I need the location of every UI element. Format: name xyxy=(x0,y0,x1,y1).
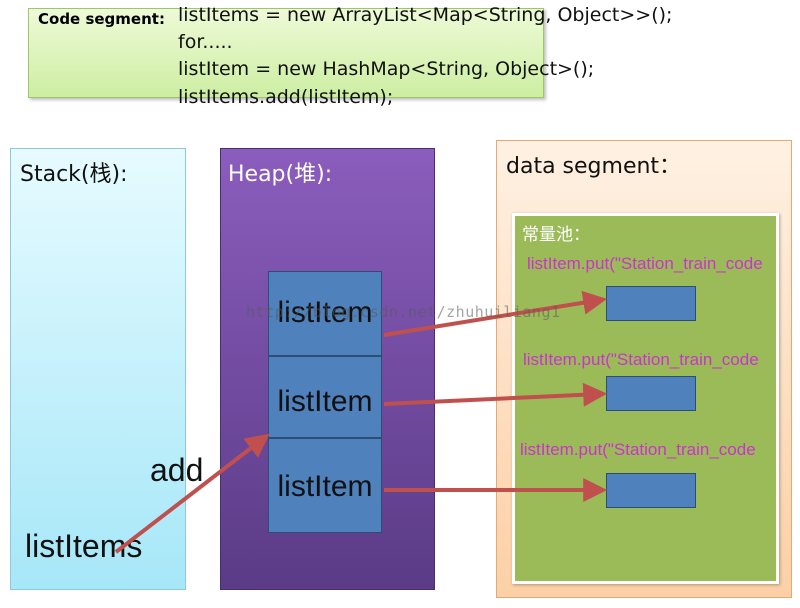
stack-panel xyxy=(10,148,186,590)
heap-block-listitem-2: listItem xyxy=(268,356,382,438)
arrow-heap2-to-constant2 xyxy=(383,382,608,407)
code-line-4: listItems.add(listItem); xyxy=(178,86,394,108)
code-line-1: listItems = new ArrayList<Map<String, Ob… xyxy=(178,4,673,26)
add-label: add xyxy=(150,452,204,488)
put-text-3: listItem.put("Station_train_code xyxy=(520,440,756,459)
put-text-2: listItem.put("Station_train_code xyxy=(523,350,759,369)
watermark-text: http://blog.csdn.net/zhuhuiliang1 xyxy=(246,303,561,321)
constant-box-1 xyxy=(606,286,696,321)
constant-pool-content: listItem.put("Station_train_code listIte… xyxy=(515,216,770,575)
code-line-2: for..... xyxy=(178,31,233,53)
data-segment-title: data segment： xyxy=(506,154,682,179)
code-line-3: listItem = new HashMap<String, Object>()… xyxy=(178,58,595,80)
arrow-listitems-to-heap xyxy=(114,433,270,554)
arrow-heap1-to-constant1 xyxy=(383,290,608,337)
code-segment-box xyxy=(28,8,544,98)
heap-block-listitem-1: listItem xyxy=(268,271,382,356)
constant-pool-title: 常量池： xyxy=(522,225,590,245)
constant-box-2 xyxy=(606,376,696,411)
heap-block-listitem-3: listItem xyxy=(268,438,382,533)
stack-title: Stack(栈): xyxy=(20,162,128,187)
constant-box-3 xyxy=(606,473,696,508)
code-segment-label: Code segment: xyxy=(38,10,165,28)
put-text-1: listItem.put("Station_train_code xyxy=(527,254,763,273)
heap-title: Heap(堆): xyxy=(228,162,333,187)
